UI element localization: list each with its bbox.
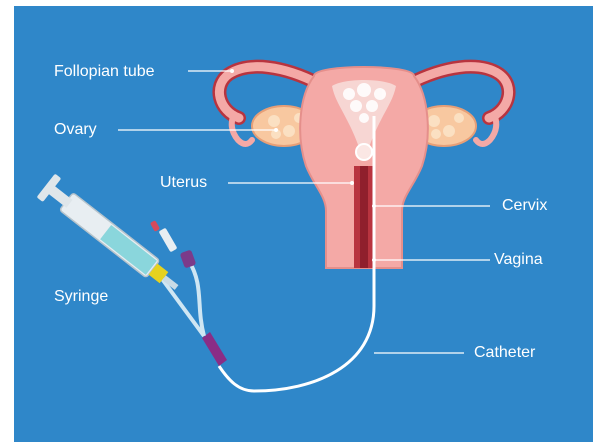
label-syringe: Syringe bbox=[54, 288, 108, 306]
label-fallopian-tube: Follopian tube bbox=[54, 63, 155, 81]
diagram-canvas: Follopian tube Ovary Uterus Cervix Vagin… bbox=[14, 6, 593, 442]
label-uterus: Uterus bbox=[160, 174, 207, 192]
label-cervix: Cervix bbox=[502, 197, 547, 215]
label-vagina: Vagina bbox=[494, 251, 543, 269]
catheter-connector bbox=[150, 220, 227, 366]
label-ovary: Ovary bbox=[54, 121, 97, 139]
uterus bbox=[300, 67, 428, 268]
label-catheter: Catheter bbox=[474, 344, 535, 362]
